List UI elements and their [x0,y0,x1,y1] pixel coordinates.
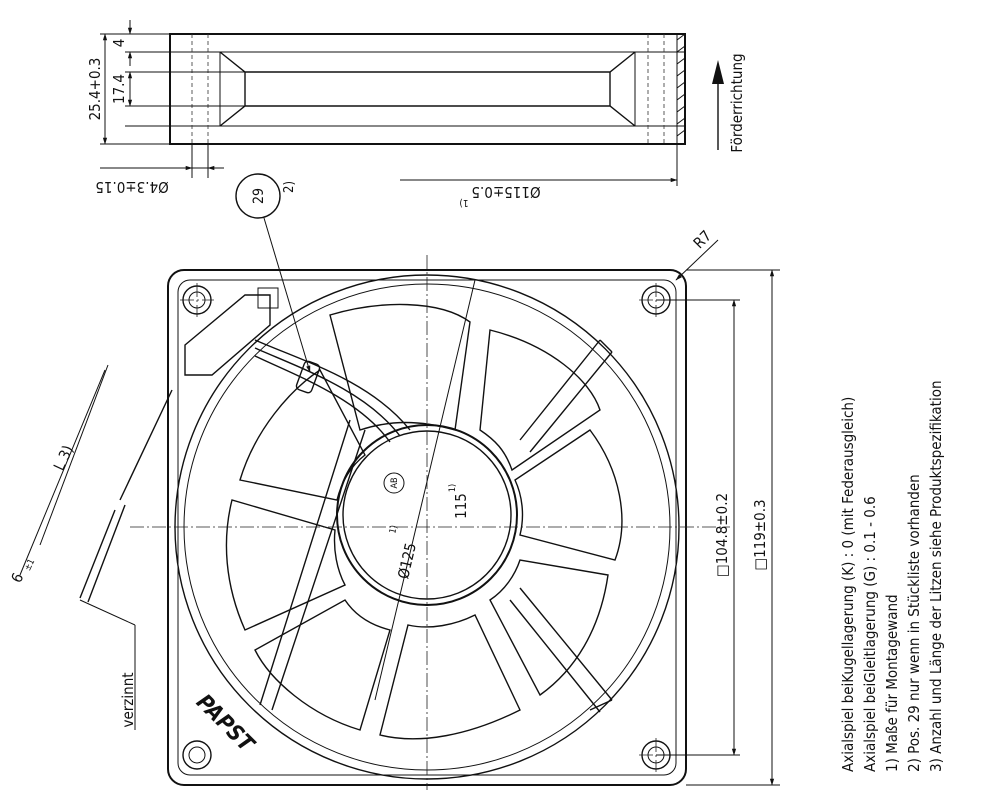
cable-leads [19,369,173,603]
position-balloon [235,173,281,219]
dim-diameter: Ø115±0.5 [471,183,540,201]
note-4: 2) Pos. 29 nur wenn in Stückliste vorhan… [905,474,923,772]
strip-length: 6 [7,570,27,585]
airflow-label: Förderrichtung [728,53,746,152]
hub-outer [336,424,518,606]
side-frame-outline [169,33,686,145]
airflow-arrow [712,60,724,150]
notes-block: Axialspiel beiKugellagerung (K) : 0 (mit… [839,380,945,772]
dim-line-cable [39,364,109,546]
hub-center-dim: 115 [452,493,470,519]
cable-outlet [184,287,279,376]
hub-center-note: 1) [448,484,458,492]
ce-mark: AB [390,477,400,488]
leader-r7 [675,239,719,281]
hub-diameter-note: 1) [388,524,400,534]
note-5: 3) Anzahl und Länge der Litzen siehe Pro… [927,380,945,772]
strip-tolerance: ±1 [23,558,37,573]
dim-flange: 4 [110,39,128,48]
note-2: Axialspiel beiGleitlagerung (G) : 0.1 - … [861,496,879,772]
dim-diameter-note: 1) [459,197,468,208]
dim-hole: Ø4.3±0.15 [95,178,168,196]
cable-bundle [254,339,411,443]
mounting-hole-top-left [180,283,214,317]
mounting-hole-bottom-left [182,740,212,770]
note-1: Axialspiel beiKugellagerung (K) : 0 (mit… [839,397,857,772]
position-number: 29 [251,188,267,204]
leader-29 [263,217,311,373]
hub-diameter: Ø125 [394,541,420,580]
dim-hole-spacing: □104.8±0.2 [713,493,731,577]
side-hatching [676,33,686,144]
note-3: 1) Maße für Montagewand [883,594,901,772]
dim-frame: □119±0.3 [751,499,769,570]
support-struts [259,339,613,713]
side-view: 25.4+0.3 17.4 4 Ø4.3±0.15 Ø115±0.5 1) Fö… [86,20,746,208]
position-note: 2) [282,181,297,193]
dim-thickness: 25.4+0.3 [86,58,104,121]
tinned-label: verzinnt [119,672,137,727]
impeller-blades [225,303,623,740]
radius-label: R7 [690,227,715,252]
dim-line-hub [374,279,476,701]
front-view: AB 29 2) R7 L 3) [7,173,780,790]
dim-inner: 17.4 [110,74,128,104]
ce-mark-circle [383,472,405,494]
